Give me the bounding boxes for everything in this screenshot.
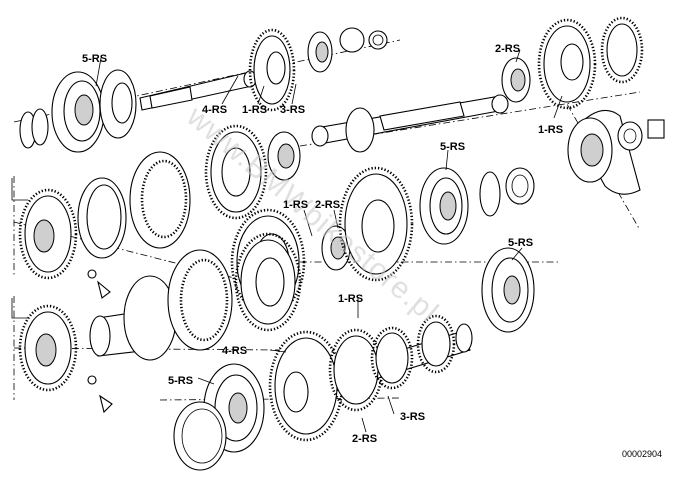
- label-4rs-top: 4-RS: [202, 104, 227, 116]
- part-labels: 5-RS 4-RS 1-RS 3-RS 2-RS 1-RS 5-RS 1-RS …: [82, 43, 563, 445]
- input-shaft-assembly: [311, 16, 665, 195]
- label-2rs-middle: 2-RS: [315, 199, 340, 211]
- label-5rs-middle: 5-RS: [440, 141, 465, 153]
- label-4rs-lower: 4-RS: [222, 345, 247, 357]
- leader-lines: [95, 49, 563, 433]
- label-5rs-top-left: 5-RS: [82, 53, 107, 65]
- output-shaft-assembly: [19, 27, 388, 153]
- second-row-assembly: [11, 124, 301, 299]
- label-2rs-top-right: 2-RS: [495, 43, 520, 55]
- label-3rs-top: 3-RS: [280, 104, 305, 116]
- figure-number: 00002904: [622, 449, 662, 459]
- label-1rs-lower: 1-RS: [338, 293, 363, 305]
- label-1rs-top: 1-RS: [242, 104, 267, 116]
- label-3rs-bottom: 3-RS: [400, 411, 425, 423]
- third-row-assembly: [11, 232, 535, 414]
- label-5rs-bottom-left: 5-RS: [168, 375, 193, 387]
- label-1rs-middle: 1-RS: [283, 199, 308, 211]
- label-2rs-bottom: 2-RS: [352, 433, 377, 445]
- label-1rs-top-right: 1-RS: [538, 124, 563, 136]
- layshaft-assembly: [173, 314, 473, 471]
- label-5rs-right: 5-RS: [508, 237, 533, 249]
